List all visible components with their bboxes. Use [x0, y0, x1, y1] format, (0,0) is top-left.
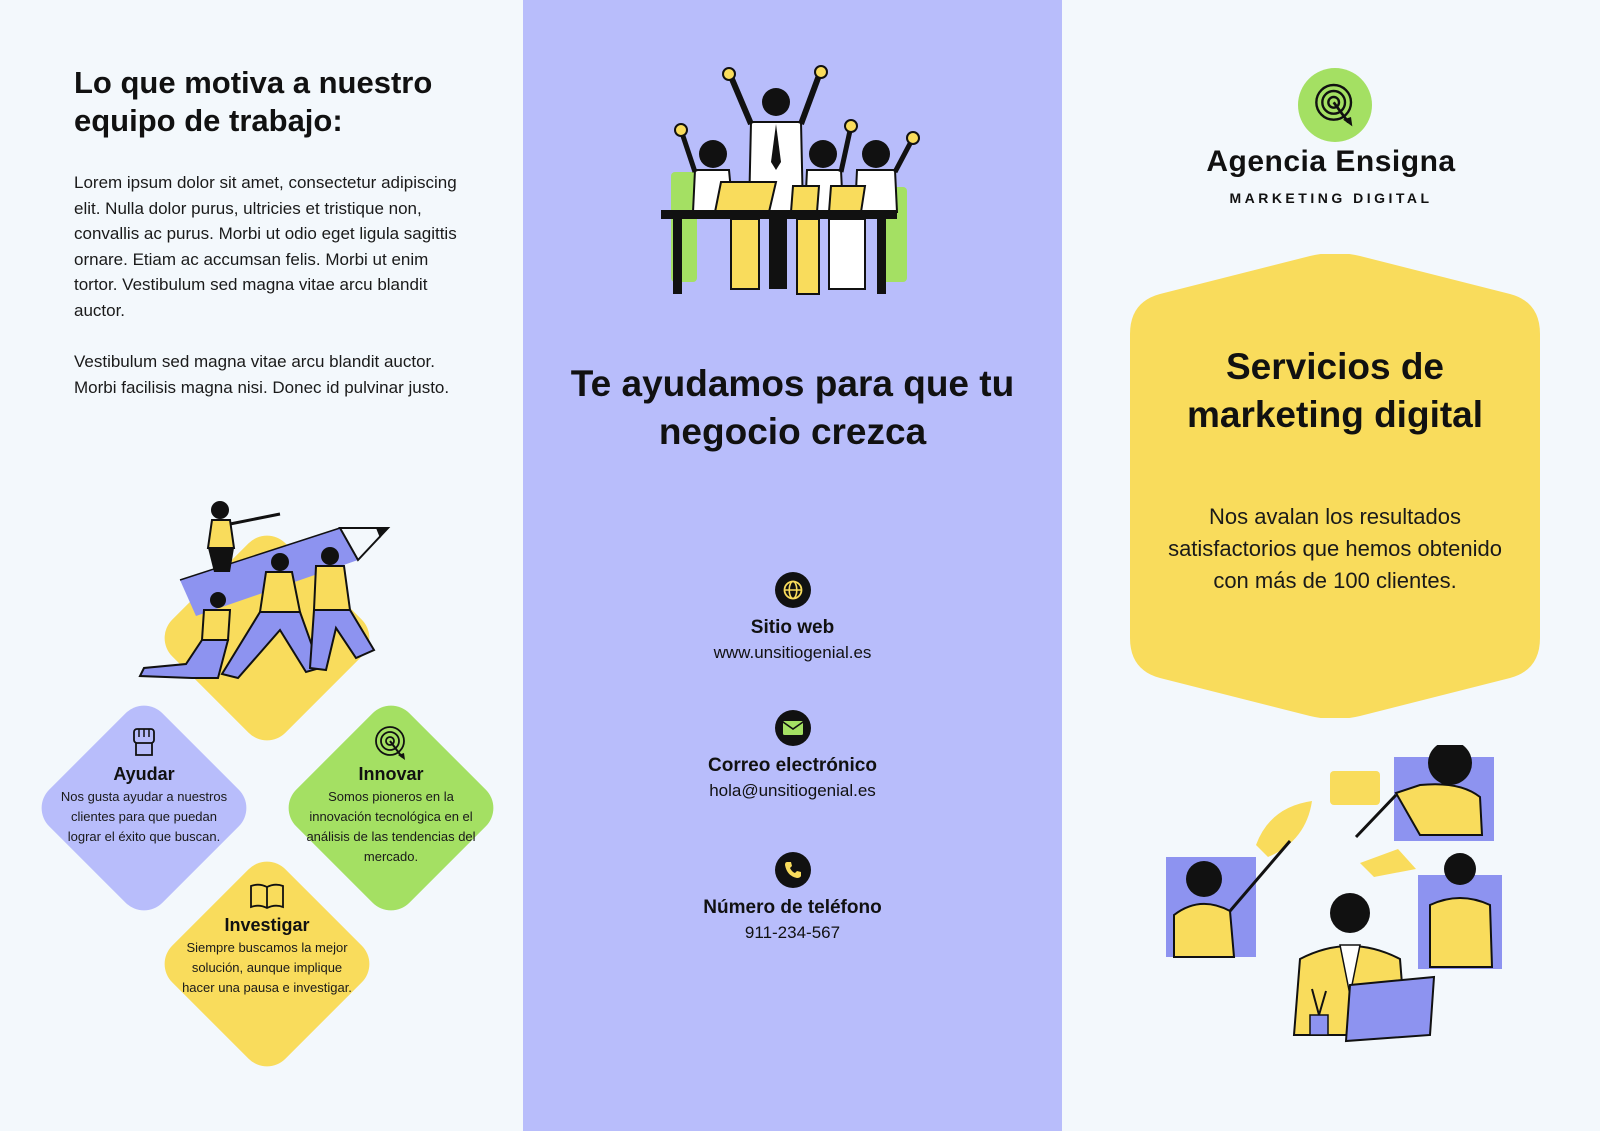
contact-phone: Número de teléfono 911-234-567: [543, 852, 1042, 946]
motivation-paragraph: Lorem ipsum dolor sit amet, consectetur …: [74, 173, 457, 320]
middle-panel: Te ayudamos para que tu negocio crezca S…: [523, 0, 1062, 1131]
video-call-illustration: [1166, 745, 1502, 1043]
right-panel: Agencia Ensigna MARKETING DIGITAL Servic…: [1062, 0, 1600, 1131]
email-link[interactable]: hola@unsitiogenial.es: [709, 781, 876, 800]
globe-icon: [774, 572, 811, 608]
value-text: Nos gusta ayudar a nuestros clientes par…: [60, 789, 228, 844]
value-card-investigar: Investigar Siempre buscamos la mejor sol…: [182, 880, 352, 998]
contact-label: Sitio web: [750, 617, 835, 638]
book-icon: [250, 883, 284, 910]
value-card-innovar: Innovar Somos pioneros en la innovación …: [306, 725, 476, 867]
contact-label: Número de teléfono: [703, 897, 882, 918]
phone-icon: [774, 852, 811, 888]
celebrating-team-illustration: [661, 65, 920, 295]
contact-email: Correo electrónico hola@unsitiogenial.es: [543, 710, 1042, 804]
motivation-title: Lo que motiva a nuestro equipo de trabaj…: [74, 65, 433, 138]
target-icon: [375, 726, 405, 760]
team-pencil-illustration: [138, 501, 391, 680]
mail-icon: [774, 710, 811, 746]
contact-website: Sitio web www.unsitiogenial.es: [543, 572, 1042, 666]
brand-tagline: MARKETING DIGITAL: [1229, 190, 1433, 206]
motivation-paragraph: Vestibulum sed magna vitae arcu blandit …: [74, 352, 450, 397]
services-description: Nos avalan los resultados satisfactorios…: [1168, 504, 1502, 593]
value-card-ayudar: Ayudar Nos gusta ayudar a nuestros clien…: [59, 725, 229, 847]
website-link[interactable]: www.unsitiogenial.es: [713, 643, 872, 662]
services-hexagon: [1130, 254, 1540, 718]
value-text: Siempre buscamos la mejor solución, aunq…: [182, 940, 352, 995]
brand-name: Agencia Ensigna: [1206, 145, 1456, 178]
target-icon: [1315, 83, 1353, 127]
phone-link[interactable]: 911-234-567: [744, 923, 841, 942]
brand-logo: [1298, 68, 1372, 142]
left-panel: Lo que motiva a nuestro equipo de trabaj…: [0, 0, 523, 1131]
fist-icon: [133, 728, 155, 756]
value-title: Investigar: [224, 915, 310, 935]
value-title: Innovar: [358, 764, 424, 784]
value-title: Ayudar: [113, 764, 175, 784]
value-text: Somos pioneros en la innovación tecnológ…: [306, 789, 476, 864]
motivation-body: Lorem ipsum dolor sit amet, consectetur …: [74, 170, 459, 426]
tagline-title: Te ayudamos para que tu negocio crezca: [570, 363, 1015, 452]
services-title: Servicios de marketing digital: [1186, 346, 1484, 435]
contact-label: Correo electrónico: [708, 755, 877, 776]
